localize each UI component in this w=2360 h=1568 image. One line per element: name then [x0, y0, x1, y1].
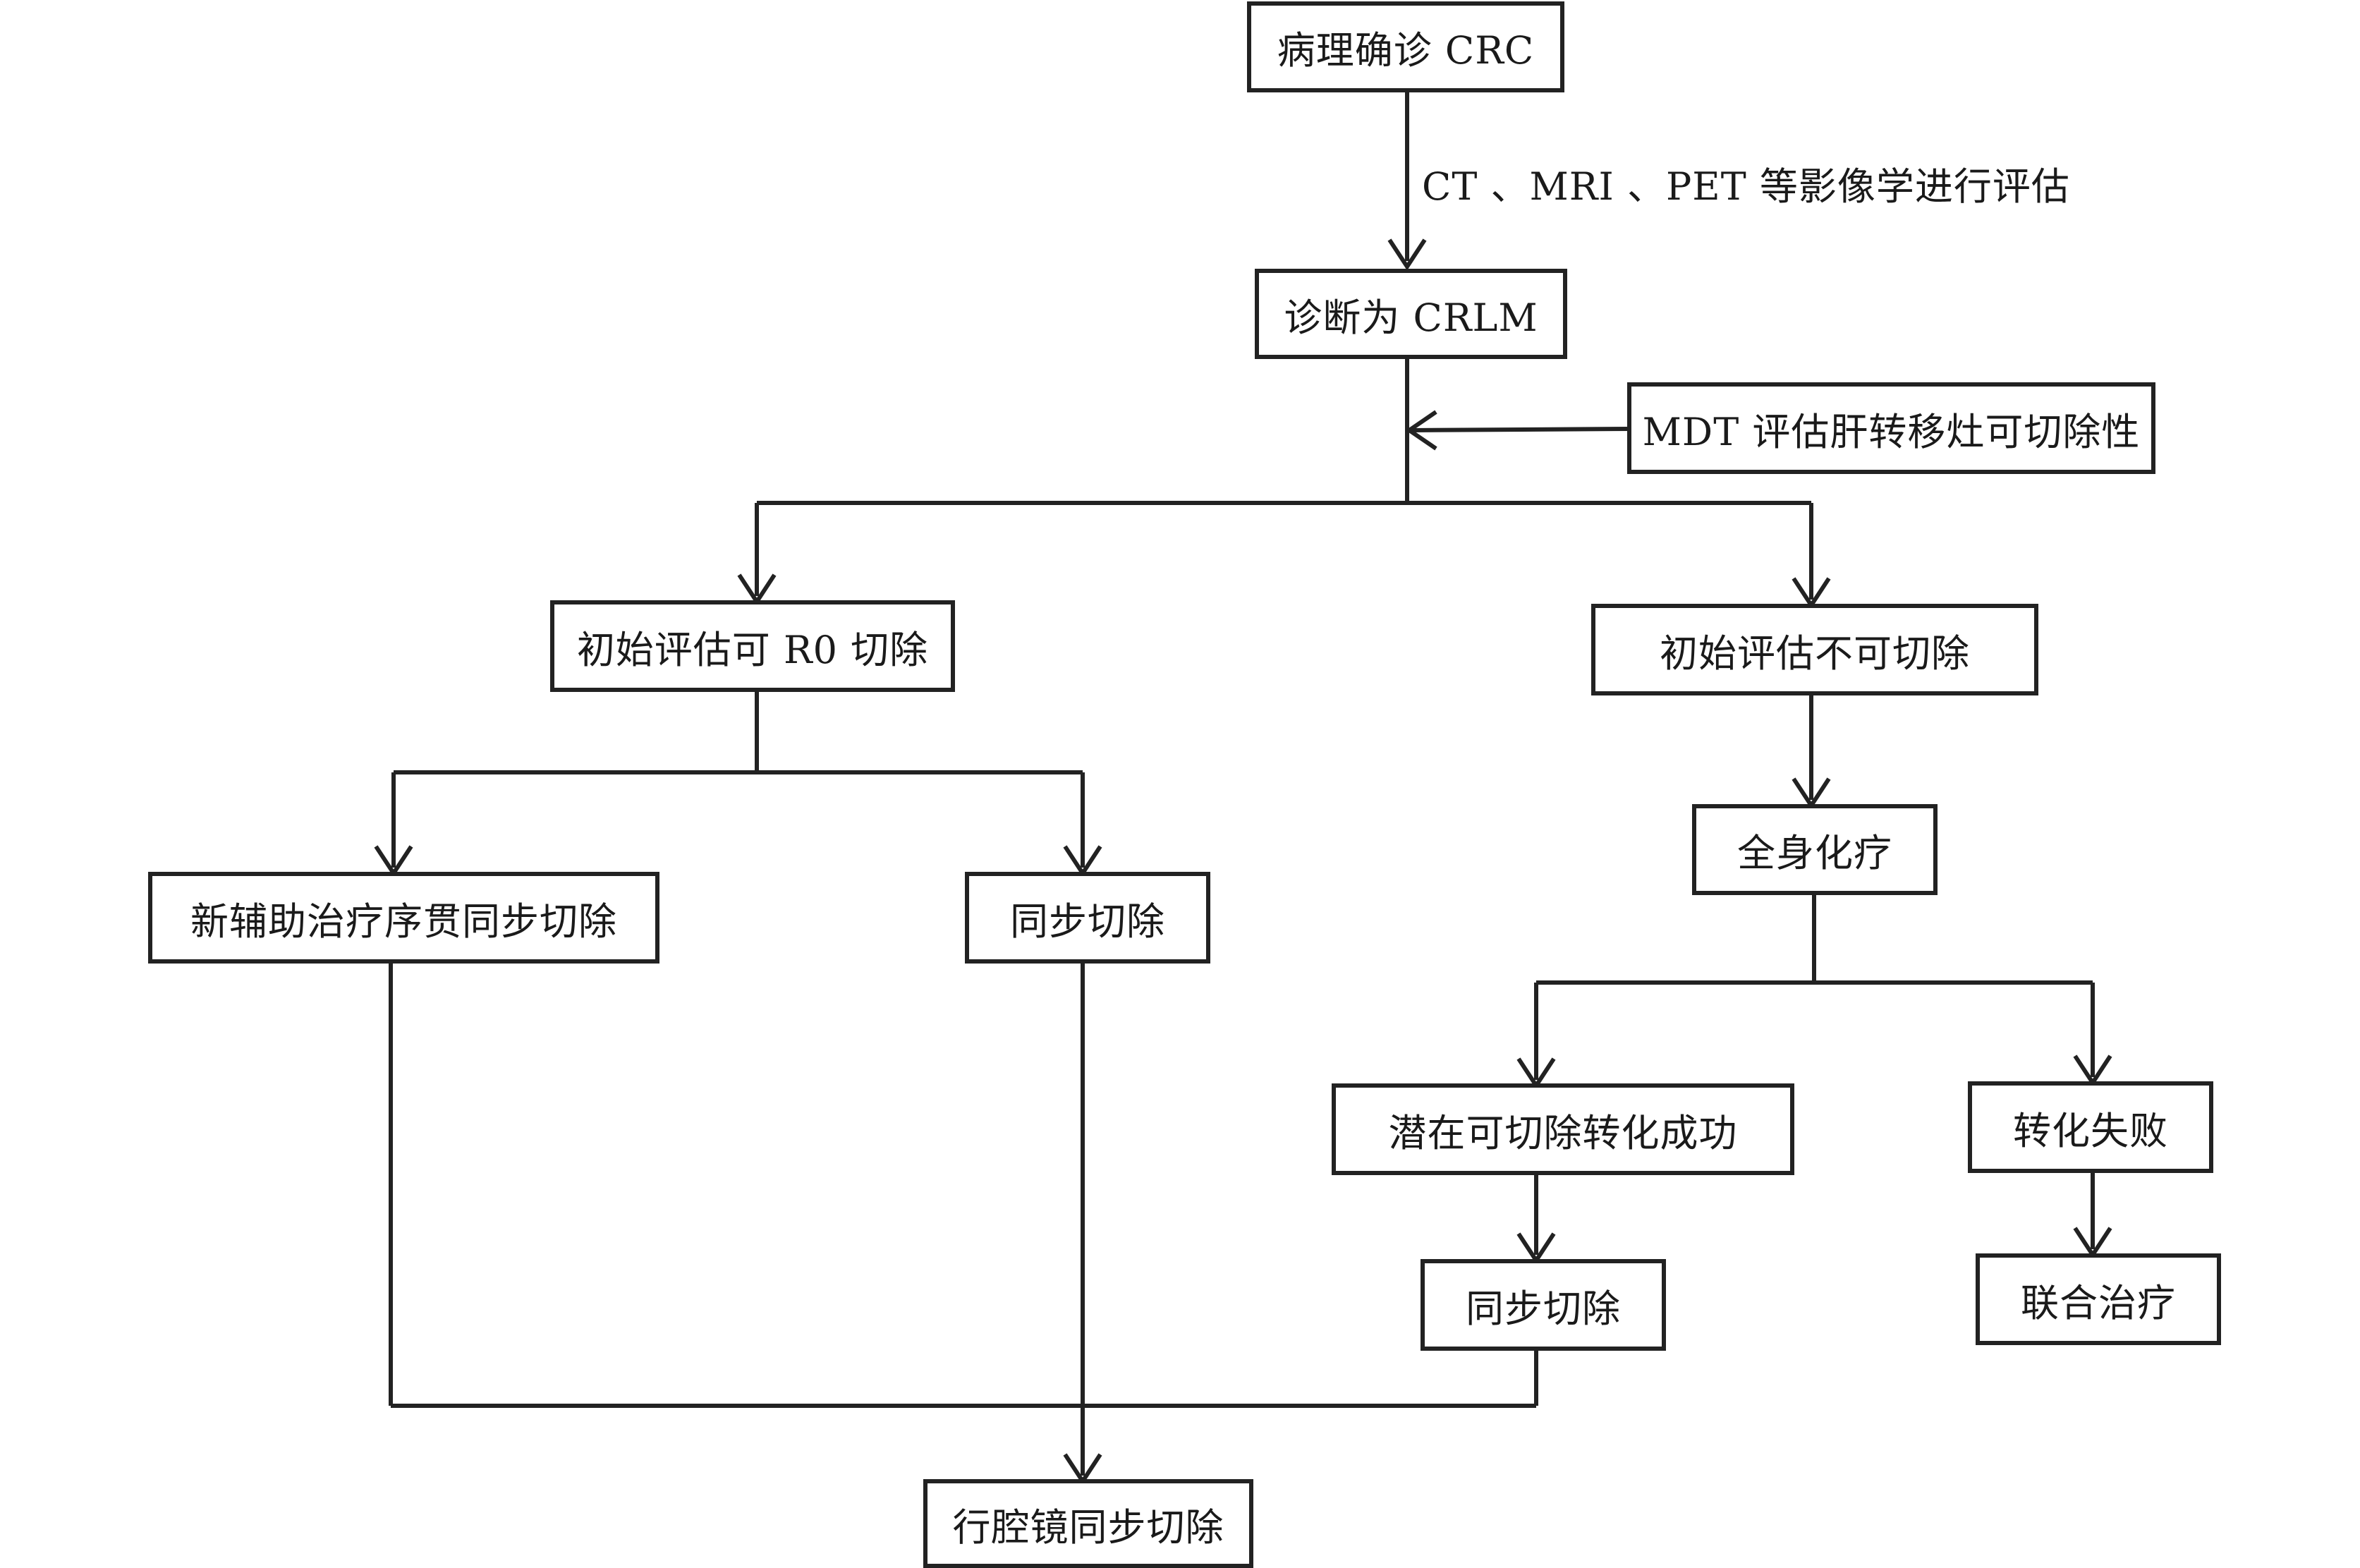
node-resectable: 初始评估可 R0 切除	[550, 600, 955, 692]
node-resectable-label: 初始评估可 R0 切除	[576, 627, 929, 672]
node-unresectable-label: 初始评估不可切除	[1660, 631, 1970, 676]
node-crlm-label: 诊断为 CRLM	[1284, 295, 1538, 340]
node-mdt: MDT 评估肝转移灶可切除性	[1627, 382, 2155, 474]
node-conversion-success: 潜在可切除转化成功	[1332, 1083, 1794, 1175]
node-combined: 联合治疗	[1976, 1253, 2221, 1345]
node-crc: 病理确诊 CRC	[1247, 1, 1564, 92]
node-sync-left-label: 同步切除	[1010, 899, 1165, 944]
node-neoadjuvant-label: 新辅助治疗序贯同步切除	[190, 899, 617, 944]
node-conversion-fail: 转化失败	[1968, 1081, 2213, 1173]
node-laparoscopic-label: 行腔镜同步切除	[952, 1505, 1224, 1550]
node-crlm: 诊断为 CRLM	[1255, 269, 1567, 359]
node-sync-left: 同步切除	[965, 872, 1210, 964]
arrowhead-crlm	[1387, 238, 1427, 271]
edge-mdt-to-stem	[1411, 427, 1631, 432]
node-chemo-label: 全身化疗	[1737, 831, 1892, 875]
node-conversion-success-label: 潜在可切除转化成功	[1388, 1110, 1738, 1155]
edge-label-imaging: CT 、MRI 、PET 等影像学进行评估	[1422, 164, 2070, 209]
node-unresectable: 初始评估不可切除	[1591, 604, 2038, 695]
node-crc-label: 病理确诊 CRC	[1277, 28, 1535, 73]
node-laparoscopic: 行腔镜同步切除	[923, 1479, 1253, 1568]
node-sync-right: 同步切除	[1421, 1259, 1666, 1351]
node-combined-label: 联合治疗	[2021, 1280, 2176, 1325]
node-chemo: 全身化疗	[1692, 804, 1938, 895]
arrowhead-mdt	[1405, 410, 1437, 451]
node-sync-right-label: 同步切除	[1466, 1286, 1621, 1331]
node-mdt-label: MDT 评估肝转移灶可切除性	[1642, 409, 2141, 454]
node-neoadjuvant: 新辅助治疗序贯同步切除	[148, 872, 659, 964]
node-conversion-fail-label: 转化失败	[2013, 1108, 2168, 1153]
